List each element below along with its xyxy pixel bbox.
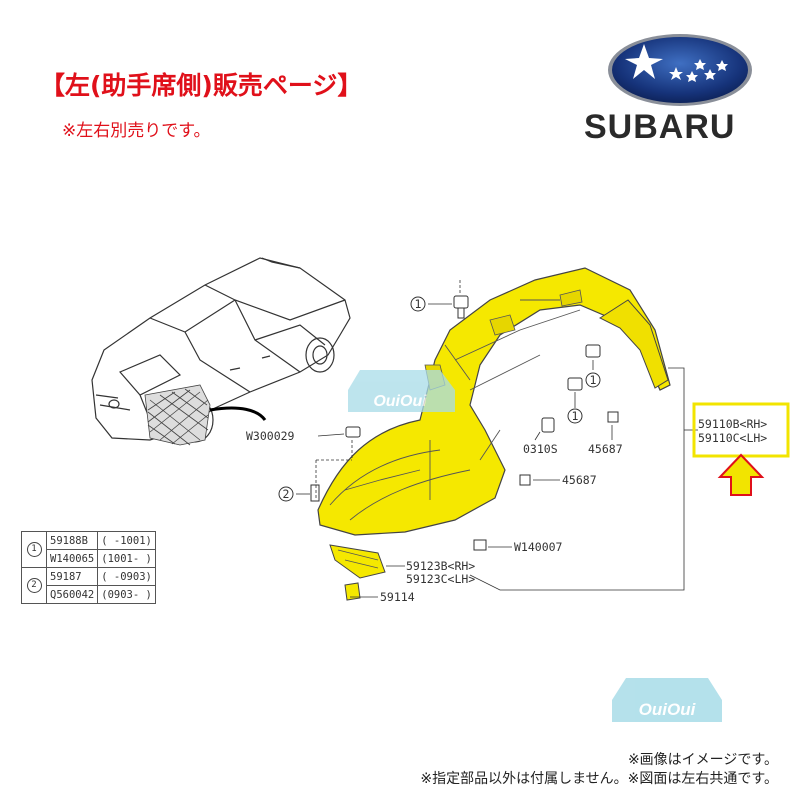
pointer-line <box>209 406 267 421</box>
callouts: 1 1 1 2 <box>278 296 601 502</box>
liner-body <box>317 267 671 536</box>
fender-liner-part <box>317 267 671 601</box>
callout-1-b: 1 <box>567 408 583 424</box>
svg-text:2: 2 <box>283 487 290 501</box>
table-cell-part: 59187 <box>45 567 99 586</box>
image-disclaimer: ※画像はイメージです。 <box>627 752 778 768</box>
leader-lines <box>296 280 698 598</box>
label-45687-b: 45687 <box>562 473 597 487</box>
label-59123c-lh: 59123C<LH> <box>406 572 475 586</box>
brand-name: SUBARU <box>584 108 736 146</box>
fasteners <box>310 295 619 551</box>
up-arrow-icon <box>717 453 765 496</box>
svg-text:1: 1 <box>415 297 422 311</box>
row-index-2: 2 <box>26 578 42 593</box>
callout-2: 2 <box>278 486 294 502</box>
car-illustration <box>91 257 351 443</box>
label-w300029: W300029 <box>246 429 295 443</box>
table-cell-part: W140065 <box>45 549 99 568</box>
row-index-1: 1 <box>26 542 42 557</box>
table-cell-part: 59188B <box>45 531 99 550</box>
wheel-liner-location-hatch <box>144 384 211 446</box>
table-row: Q560042 (0903- ) <box>22 585 156 604</box>
parts-disclaimer: ※指定部品以外は付属しません。※図面は左右共通です。 <box>420 771 778 787</box>
clip-59114 <box>344 582 361 601</box>
watermark-car-icon-2: OuiOui <box>612 678 722 722</box>
table-cell-range: ( -1001) <box>97 531 156 550</box>
table-cell-range: ( -0903) <box>97 567 156 586</box>
sold-separately-note: ※左右別売りです。 <box>62 121 211 141</box>
table-cell-range: (1001- ) <box>97 549 156 568</box>
label-45687-a: 45687 <box>588 442 623 456</box>
watermark-car-icon: OuiOui <box>348 370 455 412</box>
table-cell-part: Q560042 <box>45 585 99 604</box>
label-59114: 59114 <box>380 590 415 604</box>
label-59110b-rh: 59110B<RH> <box>698 417 767 431</box>
svg-text:OuiOui: OuiOui <box>639 700 697 719</box>
table-row: W140065 (1001- ) <box>22 549 156 568</box>
table-cell-range: (0903- ) <box>97 585 156 604</box>
callout-1-top: 1 <box>410 296 426 312</box>
page-title: 【左(助手席側)販売ページ】 <box>40 71 363 100</box>
svg-text:OuiOui: OuiOui <box>373 393 427 410</box>
svg-text:1: 1 <box>572 409 579 423</box>
label-59123b-rh: 59123B<RH> <box>406 559 475 573</box>
fastener-spec-table: 1 59188B ( -1001) W140065 (1001- ) 2 591… <box>21 531 156 604</box>
label-w140007: W140007 <box>514 540 563 554</box>
svg-text:1: 1 <box>590 373 597 387</box>
label-59110c-lh: 59110C<LH> <box>698 431 767 445</box>
label-0310s: 0310S <box>523 442 558 456</box>
subaru-logo-icon <box>608 34 752 106</box>
table-row: 1 59188B ( -1001) <box>21 531 156 568</box>
callout-1-a: 1 <box>585 372 601 388</box>
table-row: 2 59187 ( -0903) <box>21 567 156 604</box>
mud-flap-part <box>329 544 386 579</box>
